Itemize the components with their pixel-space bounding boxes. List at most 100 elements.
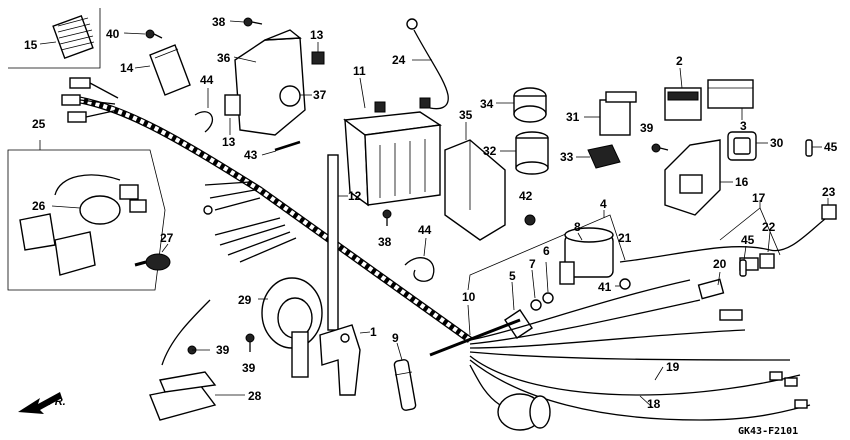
part-label-5: 5	[509, 269, 516, 283]
battery-11-part	[343, 97, 442, 207]
heat-sink-part	[52, 14, 95, 60]
part-label-23: 23	[822, 185, 836, 199]
part-label-29: 29	[238, 293, 252, 307]
front-direction-arrow-icon	[18, 392, 62, 414]
part-label-19: 19	[666, 360, 680, 374]
part-label-36: 36	[217, 51, 231, 65]
bolt-39-top-part	[651, 143, 669, 153]
part-label-10: 10	[462, 290, 476, 304]
part-label-38-top: 38	[212, 15, 226, 29]
bracket-1-part	[319, 324, 361, 396]
cover-30-part	[727, 131, 757, 161]
switch-cover-part	[19, 213, 96, 276]
nut-41-part	[619, 278, 631, 290]
ring-7-part	[530, 299, 542, 311]
relay-34-part	[513, 87, 547, 123]
part-label-24: 24	[392, 53, 406, 67]
horn-29-part	[261, 277, 323, 378]
part-label-16: 16	[735, 175, 749, 189]
part-label-8: 8	[574, 220, 581, 234]
part-label-21: 21	[618, 231, 632, 245]
part-label-39-top: 39	[640, 121, 654, 135]
coil-8-part	[559, 227, 614, 285]
pin-43-part	[274, 140, 301, 152]
ring-6-part	[542, 292, 554, 304]
part-label-12: 12	[348, 189, 362, 203]
part-label-42: 42	[519, 189, 533, 203]
part-label-11: 11	[353, 64, 366, 78]
fuse-45-right-part	[805, 139, 813, 157]
bolt-38-top-part	[243, 17, 263, 27]
fuse-45-mid-part	[739, 259, 747, 277]
part-label-20: 20	[713, 257, 727, 271]
part-label-44-mid: 44	[418, 223, 432, 237]
part-label-7: 7	[529, 257, 536, 271]
plug-cap-9-part	[393, 359, 417, 411]
clip-13-top-part	[311, 51, 325, 65]
part-label-32: 32	[483, 144, 497, 158]
part-label-15: 15	[24, 38, 38, 52]
part-label-1: 1	[370, 325, 377, 339]
part-label-14: 14	[120, 61, 134, 75]
part-label-17: 17	[752, 191, 766, 205]
part-label-30: 30	[770, 136, 784, 150]
cable-24-part	[406, 18, 449, 110]
part-label-2: 2	[676, 54, 683, 68]
part-label-31: 31	[566, 110, 580, 124]
part-label-26: 26	[32, 199, 46, 213]
clip-44-mid-part	[404, 257, 435, 282]
part-label-13-bottom: 13	[222, 135, 236, 149]
part-label-45-mid: 45	[741, 233, 755, 247]
part-label-39-left: 39	[216, 343, 230, 357]
relay-31-part	[599, 91, 637, 136]
cap-32-part	[515, 131, 549, 175]
bolt-38-mid-part	[382, 209, 392, 226]
part-label-18: 18	[647, 397, 661, 411]
part-label-43: 43	[244, 148, 258, 162]
plug-wire-10-part	[429, 318, 521, 357]
ignition-switch-group	[7, 140, 171, 291]
relay-2-part	[664, 87, 702, 121]
nut-42-part	[524, 214, 536, 226]
unit-14-part	[149, 44, 191, 96]
bolt-39-mid-part	[245, 333, 255, 352]
part-label-6: 6	[543, 244, 550, 258]
part-label-22: 22	[762, 220, 776, 234]
part-label-45-right: 45	[824, 140, 838, 154]
part-label-28: 28	[248, 389, 262, 403]
part-label-25: 25	[32, 117, 46, 131]
bracket-16-part	[664, 139, 721, 216]
ignition-switch-26-part	[54, 174, 147, 225]
part-label-4: 4	[600, 197, 607, 211]
clip-33-part	[587, 144, 621, 169]
direction-label: FR.	[48, 396, 66, 408]
part-label-35: 35	[459, 108, 473, 122]
sub-harness-part	[469, 204, 837, 431]
clip-44-left-part	[194, 111, 214, 133]
bracket-36-part	[224, 29, 306, 136]
main-harness-part	[61, 77, 473, 343]
cap-5-part	[504, 309, 533, 339]
part-label-33: 33	[560, 150, 574, 164]
relay-3-part	[707, 79, 754, 109]
sensor-28-part	[149, 299, 217, 421]
part-label-39-mid: 39	[242, 361, 256, 375]
part-label-38-mid: 38	[378, 235, 392, 249]
part-label-13-top: 13	[310, 28, 324, 42]
part-label-3: 3	[740, 119, 747, 133]
part-label-40: 40	[106, 27, 120, 41]
part-labels: 1 2 3 4 5 6 7 8 9 10 11 12 13 13 14 15 1…	[24, 15, 838, 411]
bolt-40-part	[145, 29, 163, 39]
diagram-code: GK43-F2101	[738, 426, 798, 437]
tube-12-part	[327, 154, 339, 331]
part-label-9: 9	[392, 331, 399, 345]
part-label-41: 41	[598, 280, 612, 294]
part-label-27: 27	[160, 231, 174, 245]
key-27-part	[134, 253, 171, 271]
part-label-44-left: 44	[200, 73, 214, 87]
bracket-35-part	[444, 139, 506, 241]
part-label-34: 34	[480, 97, 494, 111]
part-label-37: 37	[313, 88, 327, 102]
heat-sink-group	[8, 8, 101, 69]
